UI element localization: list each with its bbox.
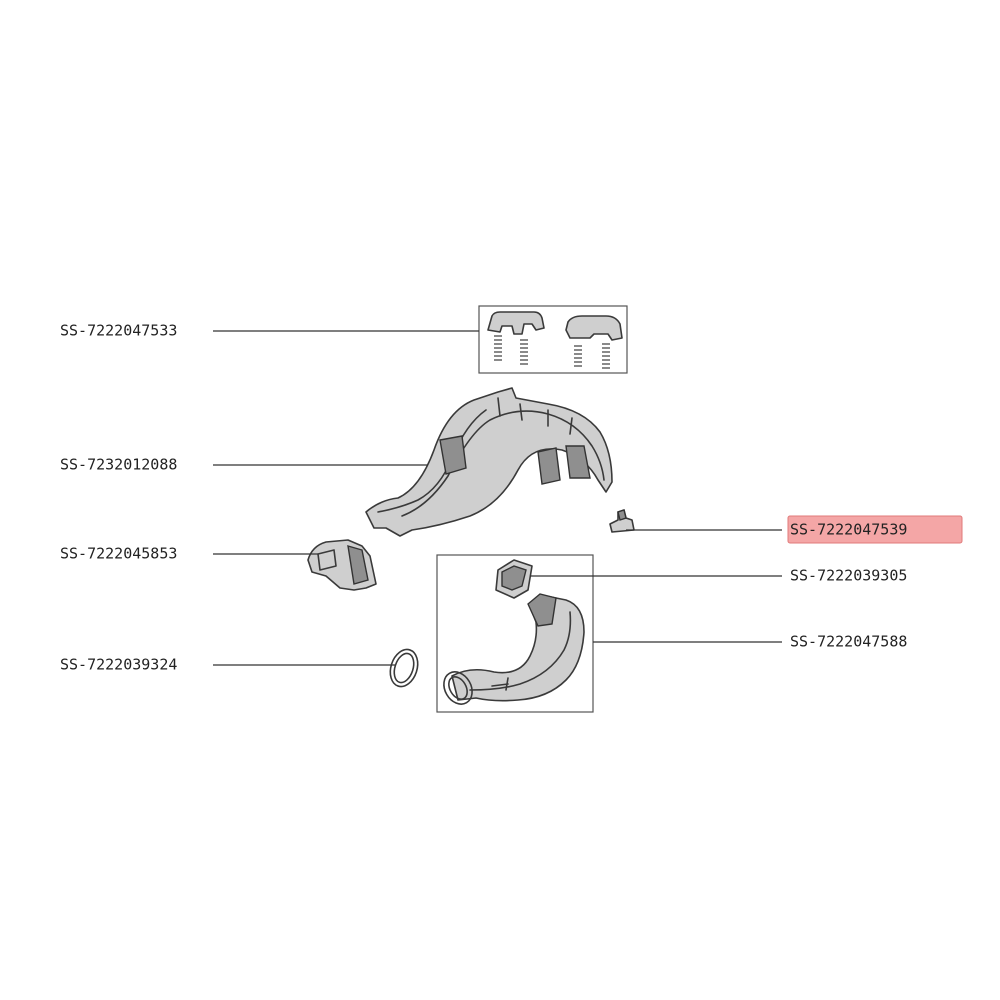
seal-ring-inner xyxy=(393,652,415,684)
air-duct-seam xyxy=(469,611,572,691)
part-label-handle-cover[interactable]: SS-7232012088 xyxy=(60,456,177,474)
part-handle-buttons[interactable] xyxy=(478,305,628,374)
handle-cover-slot-3 xyxy=(565,445,591,479)
handle-cover-rim xyxy=(377,409,487,513)
latch-face xyxy=(501,565,527,591)
spring-4 xyxy=(602,343,610,369)
spring-1 xyxy=(494,335,502,361)
spring-2 xyxy=(520,339,528,365)
spring-3 xyxy=(574,345,582,367)
part-label-microswitch[interactable]: SS-7222047539 xyxy=(790,521,907,539)
air-duct-mouth-outer xyxy=(443,671,473,705)
part-microswitch[interactable] xyxy=(609,509,635,533)
button-cap-right xyxy=(565,315,623,341)
part-switch-housing[interactable] xyxy=(307,539,377,591)
part-label-air-duct[interactable]: SS-7222047588 xyxy=(790,633,907,651)
air-duct-inlet xyxy=(527,593,557,627)
switch-housing-side xyxy=(347,545,369,585)
switch-housing-body xyxy=(307,539,377,591)
part-air-duct[interactable] xyxy=(438,593,585,709)
handle-cover-shell xyxy=(365,387,613,537)
duct-group-frame xyxy=(436,554,594,713)
part-latch[interactable] xyxy=(495,559,533,599)
label-highlight xyxy=(787,515,963,544)
part-label-switch-housing[interactable]: SS-7222045853 xyxy=(60,545,177,563)
handle-cover-slot-2 xyxy=(537,447,561,485)
handle-cover-ribs xyxy=(497,397,573,435)
part-seal-ring[interactable] xyxy=(386,646,422,690)
switch-housing-face xyxy=(317,549,337,571)
air-duct-rib xyxy=(491,677,509,691)
part-label-handle-buttons[interactable]: SS-7222047533 xyxy=(60,322,177,340)
button-cap-left xyxy=(487,311,545,335)
part-handle-cover[interactable] xyxy=(365,387,613,537)
microswitch-lever xyxy=(617,509,627,521)
handle-cover-slot-1 xyxy=(439,435,467,475)
air-duct-mouth-inner xyxy=(448,676,468,700)
handle-cover-inner-edge xyxy=(401,410,605,517)
part-label-seal-ring[interactable]: SS-7222039324 xyxy=(60,656,177,674)
seal-ring-outer xyxy=(389,648,419,688)
group-frame xyxy=(478,305,628,374)
part-label-latch[interactable]: SS-7222039305 xyxy=(790,567,907,585)
